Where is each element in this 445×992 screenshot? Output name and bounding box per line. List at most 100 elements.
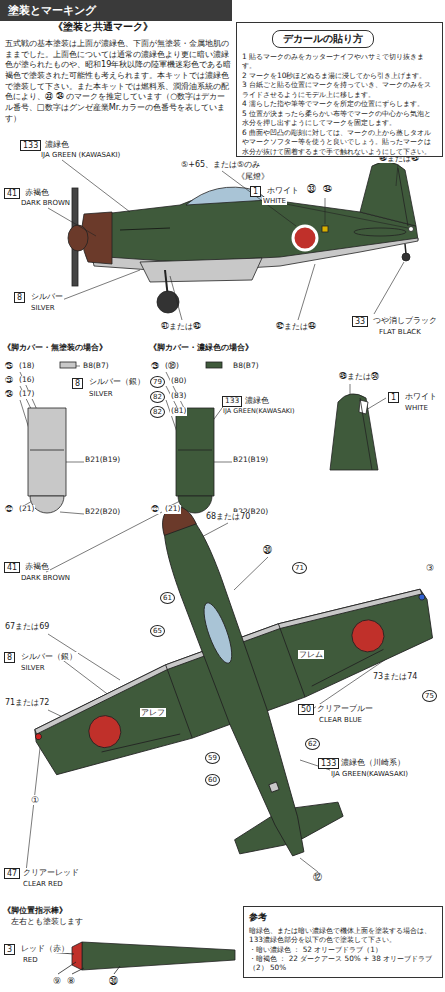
label-text: B21(B19) — [84, 456, 121, 465]
box-text: 6 曲面や凹凸の彫刻に対しては、マークの上から蒸しタオルやマークソフター等を使う… — [242, 128, 437, 156]
label-text: B8(B7) — [82, 362, 110, 371]
label-text: 68または70 — [205, 512, 251, 521]
label-text: ⑨ — [52, 976, 62, 986]
tailplane — [354, 228, 406, 236]
box-heading: 参考 — [249, 911, 437, 924]
color-number: 41 — [4, 188, 20, 199]
label-text: B8(B7) — [232, 362, 260, 371]
title-text: 塗装とマーキング — [8, 3, 224, 18]
label-text: ㉚ — [262, 545, 273, 555]
label-text: CLEAR RED — [22, 880, 64, 888]
label-text: ⑫ — [312, 872, 323, 882]
label-text: ㉔ — [4, 390, 14, 399]
callout-number: 60 — [205, 774, 220, 786]
callout-number: 82 — [150, 406, 165, 418]
label-text: B21(B19) — [232, 456, 269, 465]
color-number: 1 — [388, 392, 399, 403]
label-text: レッド（赤） — [20, 944, 70, 953]
decal-instructions-box: デカールの貼り方1 貼るマークのみをカッターナイフやハサミで切り抜きます。2 マ… — [236, 22, 443, 157]
section-heading: 《脚カバー・濃緑色の場合》 — [148, 343, 254, 352]
label-text: (83) — [170, 392, 187, 401]
color-number: 8 — [4, 652, 15, 663]
tail-wheel — [402, 253, 410, 261]
color-number: 1 — [250, 186, 261, 197]
callout-number: 59 — [205, 752, 220, 764]
panel-line — [120, 228, 170, 230]
color-number: 133 — [222, 396, 242, 407]
label-text: (21) — [18, 505, 35, 514]
label-text: 濃緑色 — [44, 140, 70, 149]
box-text: 1 貼るマークのみをカッターナイフやハサミで切り抜きます。 — [242, 52, 437, 71]
label-text: (17) — [18, 390, 35, 399]
color-number: 41 — [4, 562, 20, 573]
title-band: 塗装とマーキング — [0, 0, 232, 21]
label-text: IJA GREEN (KAWASAKI) — [40, 151, 121, 159]
rudder-line — [398, 168, 408, 226]
label-text: アレフ — [140, 708, 166, 717]
label-text: つや消しブラック — [372, 316, 438, 325]
nav-light-blue — [418, 593, 426, 601]
label-text: ㉚ — [108, 976, 119, 986]
box-heading: デカールの貼り方 — [272, 30, 374, 48]
fuel-mark — [322, 226, 328, 232]
label-text: ㊷または㊹ — [275, 322, 317, 331]
main-wheel — [157, 291, 179, 313]
label-text: シルバー（銀） — [88, 378, 146, 387]
color-number: 8 — [72, 378, 83, 389]
label-text: (18) — [18, 362, 35, 371]
label-text: ㉝ — [306, 184, 317, 194]
note-text: 五式戦の基本塗装は上面が濃緑色、下面が無塗装・金属地肌のままでした。上面色につい… — [4, 38, 234, 123]
plan-view — [0, 435, 445, 925]
fuselage-top — [151, 499, 319, 862]
label-text: 左右とも塗装します — [10, 918, 84, 927]
label-text: B22(B20) — [84, 508, 121, 517]
label-text: DARK BROWN — [20, 199, 71, 207]
spinner — [68, 225, 88, 251]
wing-side — [140, 258, 262, 282]
section-heading: 《脚カバー・無塗装の場合》 — [2, 343, 108, 352]
label-text: IJA GREEN(KAWASAKI) — [222, 408, 296, 415]
label-text: WHITE — [404, 404, 429, 412]
label-text: ㉕ — [4, 362, 14, 371]
cowling — [156, 500, 197, 535]
label-text: (21) — [164, 505, 181, 514]
callout-number: 65 — [150, 625, 165, 637]
box-text: 4 濡らした指や筆等でマークを所定の位置にずらします。 — [242, 99, 437, 108]
nav-light-red — [35, 733, 43, 741]
tail-fin — [360, 162, 416, 226]
label-text: (81) — [170, 407, 187, 416]
reference-box: 参考暗緑色、または暗い濃緑色で機体上面を塗装する場合は、133濃緑色部分を以下の… — [243, 906, 443, 978]
label-text: SILVER — [88, 390, 114, 398]
label-text: ㉙ — [150, 362, 160, 371]
label-text: シルバー（銀） — [20, 652, 78, 661]
label-text: シルバー — [30, 292, 64, 301]
hinomaru-left — [84, 711, 125, 752]
hinomaru — [293, 226, 317, 250]
gear-cover-bare — [28, 362, 76, 513]
tail-wheel-leg — [405, 244, 406, 254]
callout-number: 79 — [150, 376, 165, 388]
callout-number: 82 — [150, 391, 165, 403]
label-text: ㉞ — [322, 184, 333, 194]
label-text: ⑤+65、または⑤のみ — [180, 160, 261, 169]
callout-number: 75 — [422, 690, 437, 702]
label-text: RED — [22, 956, 39, 964]
label-text: WHITE — [262, 197, 287, 205]
label-text: ③ — [425, 563, 435, 573]
color-number: 8 — [14, 292, 25, 303]
label-text: 67または69 — [4, 622, 50, 631]
label-text: ㊾または㊿ — [338, 372, 380, 381]
label-text: (80) — [170, 377, 187, 386]
color-number: 3 — [4, 944, 15, 955]
label-text: FLAT BLACK — [378, 328, 422, 336]
box-text: 3 台紙ごと貼る位置にマークを持っていき、マークのみをスライドさせるようにモデル… — [242, 80, 437, 99]
label-text: SILVER — [20, 664, 46, 672]
label-text: (16) — [18, 376, 35, 385]
label-text: ㉓ — [4, 376, 14, 385]
label-text: IJA GREEN(KAWASAKI) — [330, 770, 409, 778]
canopy — [198, 600, 237, 666]
label-text: クリアーレッド — [22, 868, 80, 877]
label-text: 赤褐色 — [24, 562, 50, 571]
label-text: CLEAR BLUE — [318, 716, 363, 724]
